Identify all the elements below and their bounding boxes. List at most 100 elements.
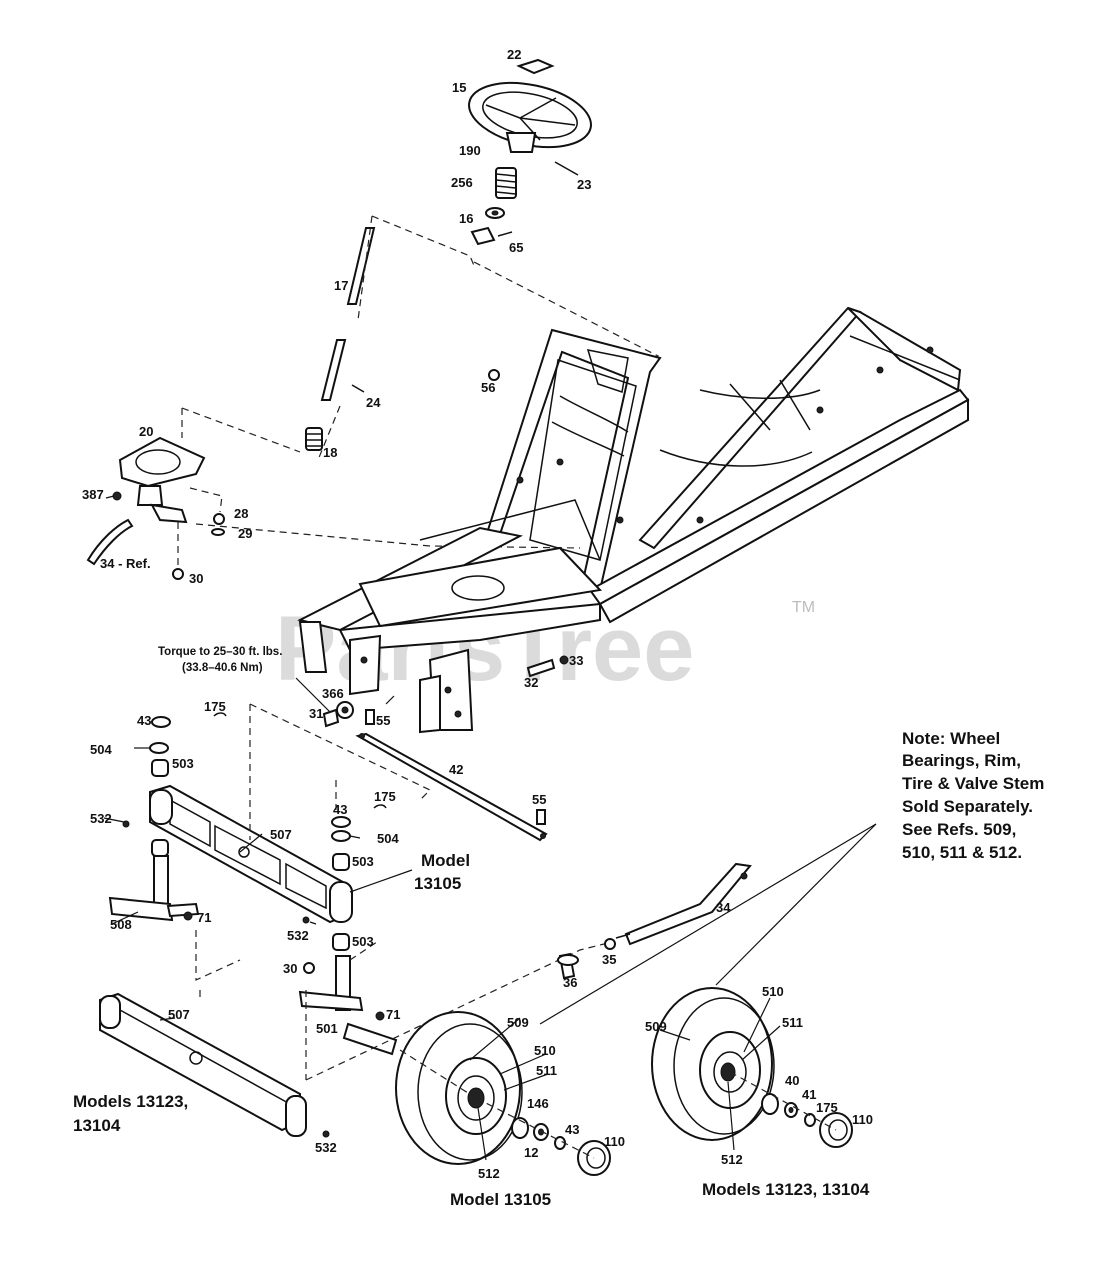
callout: 366 xyxy=(322,686,344,701)
callout: 512 xyxy=(478,1166,500,1181)
roll-pin-23 xyxy=(554,161,579,176)
bushing-503-left-bottom xyxy=(151,839,169,857)
washer-504-right xyxy=(331,830,351,842)
sector-gear-20 xyxy=(118,436,206,524)
callout: 501 xyxy=(316,1021,338,1036)
torque-note: Torque to 25–30 ft. lbs. (33.8–40.6 Nm) xyxy=(158,646,282,674)
callout: 71 xyxy=(197,910,211,925)
caption-models-left-line1: Models 13123, xyxy=(73,1092,188,1111)
callout: 503 xyxy=(352,934,374,949)
bolt-65 xyxy=(497,231,513,237)
steering-shaft xyxy=(320,227,376,401)
callout: 508 xyxy=(110,917,132,932)
callout: 509 xyxy=(507,1015,529,1030)
bearing-511-left xyxy=(457,1075,495,1121)
callout: 30 xyxy=(189,571,203,586)
callout: 175 xyxy=(816,1100,838,1115)
callout: 387 xyxy=(82,487,104,502)
callout: 512 xyxy=(721,1152,743,1167)
callout: 34 - Ref. xyxy=(100,556,151,571)
callout: 16 xyxy=(459,211,473,226)
nut-71-left xyxy=(183,911,193,921)
bolt-55-upper xyxy=(365,709,375,725)
callout: 509 xyxy=(645,1019,667,1034)
callout: 511 xyxy=(536,1063,557,1078)
callout: 23 xyxy=(577,177,591,192)
callouts: 22 15 190 23 256 16 65 17 24 20 18 387 2… xyxy=(82,47,873,1181)
callout: 17 xyxy=(334,278,348,293)
callout: 175 xyxy=(204,699,226,714)
callout: 28 xyxy=(234,506,248,521)
callout: 510 xyxy=(534,1043,556,1058)
callout: 22 xyxy=(507,47,521,62)
clip-175-wheel xyxy=(804,1113,816,1127)
callout: 41 xyxy=(802,1087,816,1102)
grease-532-right xyxy=(302,916,310,924)
clip-175-right xyxy=(373,804,387,809)
axle-beam-alt xyxy=(99,992,330,1138)
callout: 532 xyxy=(90,811,112,826)
callout: 175 xyxy=(374,789,396,804)
callout: 56 xyxy=(481,380,495,395)
callout: 510 xyxy=(762,984,784,999)
spacer-40 xyxy=(761,1093,779,1115)
steering-spring xyxy=(495,167,517,199)
callout: 42 xyxy=(449,762,463,777)
caption-models-right-wheel: Models 13123, 13104 xyxy=(702,1180,870,1199)
bushing-503-right-top xyxy=(332,853,350,871)
callout: 43 xyxy=(333,802,347,817)
callout: 35 xyxy=(602,952,616,967)
bolt-387 xyxy=(112,491,122,501)
callout: 15 xyxy=(452,80,466,95)
callout: 532 xyxy=(287,928,309,943)
drag-link-34 xyxy=(557,862,752,980)
note-line: Tire & Valve Stem xyxy=(902,774,1044,793)
clip-175-left xyxy=(213,712,227,717)
callout: 110 xyxy=(604,1134,625,1149)
note-line: See Refs. 509, xyxy=(902,820,1016,839)
callout: 110 xyxy=(852,1112,873,1127)
roll-pin-24 xyxy=(351,384,365,393)
caption-model-13105-axle-line1: Model xyxy=(421,851,470,870)
grease-532-left xyxy=(122,820,130,828)
callout: 503 xyxy=(352,854,374,869)
spindle-508 xyxy=(153,855,169,907)
wheel-13123 xyxy=(651,987,853,1148)
nut-30 xyxy=(172,568,184,580)
callout: 507 xyxy=(168,1007,190,1022)
bushing-503-right-bottom xyxy=(332,933,350,951)
drag-link-ref-34 xyxy=(86,518,134,566)
wheel-guides xyxy=(399,1049,837,1159)
callout: 503 xyxy=(172,756,194,771)
callout: 40 xyxy=(785,1073,799,1088)
callout: 504 xyxy=(90,742,112,757)
note-line: Bearings, Rim, xyxy=(902,751,1021,770)
steering-assembly xyxy=(86,58,592,580)
torque-note-line2: (33.8–40.6 Nm) xyxy=(182,662,263,674)
washer-29 xyxy=(211,528,225,536)
caption-models-left-line2: 13104 xyxy=(73,1116,121,1135)
valve-512-right xyxy=(720,1062,736,1082)
callout: 36 xyxy=(563,975,577,990)
watermark-trademark: TM xyxy=(792,599,815,616)
frame-hardware xyxy=(322,369,569,728)
torque-note-line1: Torque to 25–30 ft. lbs. xyxy=(158,646,282,658)
callout: 532 xyxy=(315,1140,337,1155)
callout: 65 xyxy=(509,240,523,255)
steering-guides xyxy=(177,215,659,570)
callout: 190 xyxy=(459,143,481,158)
callout: 29 xyxy=(238,526,252,541)
nut-71-right xyxy=(375,1011,385,1021)
callout: 30 xyxy=(283,961,297,976)
wheel-note: Note: Wheel Bearings, Rim, Tire & Valve … xyxy=(902,729,1044,862)
caption-model-13105-axle-line2: 13105 xyxy=(414,874,461,893)
steering-cap xyxy=(516,58,555,75)
note-line: Note: Wheel xyxy=(902,729,1000,748)
callout: 256 xyxy=(451,175,473,190)
callout: 20 xyxy=(139,424,153,439)
callout: 511 xyxy=(782,1015,803,1030)
bushing-503-left-top xyxy=(151,759,169,777)
leader-lines xyxy=(103,495,877,1161)
callout: 71 xyxy=(386,1007,400,1022)
axle-guides xyxy=(195,703,605,1081)
